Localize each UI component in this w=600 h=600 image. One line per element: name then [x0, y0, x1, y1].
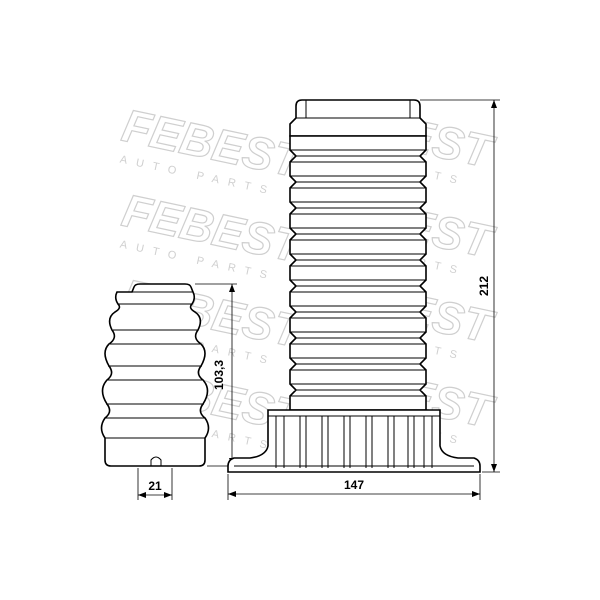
dimension-bump-stop-height: 103,3	[195, 283, 237, 467]
dimension-boot-height: 212	[420, 99, 500, 473]
bellows-boot	[227, 99, 481, 473]
boot-base-width-label: 147	[344, 478, 364, 492]
dimension-bump-stop-hole: 21	[137, 468, 173, 500]
boot-base-ribs	[234, 415, 474, 468]
dimension-boot-base-width: 147	[227, 474, 481, 500]
bump-stop-height-label: 103,3	[212, 360, 226, 390]
bump-stop	[100, 283, 210, 467]
boot-base-flange	[227, 409, 481, 473]
bump-stop-hole-label: 21	[148, 479, 162, 493]
boot-fold-lines	[290, 149, 426, 397]
bump-stop-outline	[100, 283, 210, 467]
boot-height-label: 212	[477, 276, 491, 296]
boot-cap-line	[296, 100, 420, 119]
boot-bellows-body	[289, 135, 427, 411]
bump-stop-notch	[150, 456, 162, 466]
